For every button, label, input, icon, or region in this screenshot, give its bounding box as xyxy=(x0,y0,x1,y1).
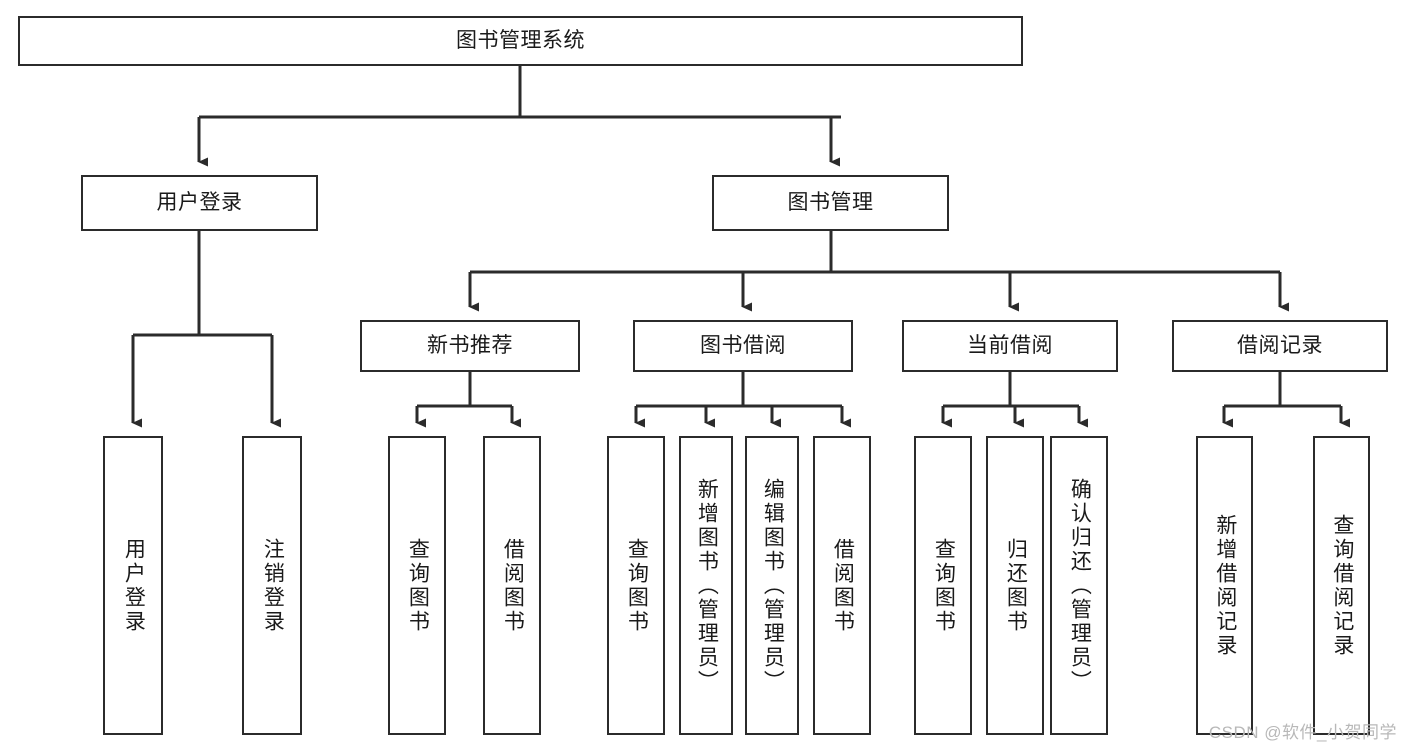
node-book-borrow-label: 图书借阅 xyxy=(700,333,786,357)
node-leaf-query-book-3-label: 查询图书 xyxy=(932,537,956,634)
node-leaf-add-borrow-record[interactable]: 新增借阅记录 xyxy=(1196,436,1253,735)
node-leaf-user-logout[interactable]: 注销登录 xyxy=(242,436,302,735)
node-borrow-record[interactable]: 借阅记录 xyxy=(1172,320,1388,372)
node-leaf-confirm-return-admin-label: 确认归还（管理员） xyxy=(1068,477,1092,694)
node-leaf-confirm-return-admin[interactable]: 确认归还（管理员） xyxy=(1050,436,1108,735)
node-leaf-add-book-admin[interactable]: 新增图书（管理员） xyxy=(679,436,733,735)
node-book-manage[interactable]: 图书管理 xyxy=(712,175,949,231)
node-leaf-user-login-label: 用户登录 xyxy=(122,537,146,634)
node-current-borrow-label: 当前借阅 xyxy=(967,333,1053,357)
node-leaf-user-login[interactable]: 用户登录 xyxy=(103,436,163,735)
node-borrow-record-label: 借阅记录 xyxy=(1237,333,1323,357)
node-leaf-user-logout-label: 注销登录 xyxy=(261,537,285,634)
node-new-book-recommendation[interactable]: 新书推荐 xyxy=(360,320,580,372)
node-leaf-query-book-2-label: 查询图书 xyxy=(625,537,649,634)
node-leaf-edit-book-admin[interactable]: 编辑图书（管理员） xyxy=(745,436,799,735)
node-leaf-edit-book-admin-label: 编辑图书（管理员） xyxy=(761,477,785,694)
node-book-borrow[interactable]: 图书借阅 xyxy=(633,320,853,372)
node-leaf-query-book-1[interactable]: 查询图书 xyxy=(388,436,446,735)
node-leaf-borrow-book-2[interactable]: 借阅图书 xyxy=(813,436,871,735)
node-leaf-query-book-1-label: 查询图书 xyxy=(406,537,430,634)
csdn-watermark: CSDN @软件_小贺同学 xyxy=(1208,723,1397,742)
node-leaf-query-book-3[interactable]: 查询图书 xyxy=(914,436,972,735)
node-new-book-recommendation-label: 新书推荐 xyxy=(427,333,513,357)
node-root[interactable]: 图书管理系统 xyxy=(18,16,1023,66)
node-leaf-borrow-book-1[interactable]: 借阅图书 xyxy=(483,436,541,735)
node-leaf-query-borrow-record-label: 查询借阅记录 xyxy=(1330,513,1354,658)
node-leaf-borrow-book-2-label: 借阅图书 xyxy=(831,537,855,634)
node-user-login-label: 用户登录 xyxy=(156,190,243,214)
node-leaf-borrow-book-1-label: 借阅图书 xyxy=(501,537,525,634)
node-leaf-add-book-admin-label: 新增图书（管理员） xyxy=(695,477,719,694)
node-book-manage-label: 图书管理 xyxy=(787,190,874,214)
node-leaf-add-borrow-record-label: 新增借阅记录 xyxy=(1213,513,1237,658)
node-leaf-return-book[interactable]: 归还图书 xyxy=(986,436,1044,735)
node-leaf-query-borrow-record[interactable]: 查询借阅记录 xyxy=(1313,436,1370,735)
node-root-label: 图书管理系统 xyxy=(456,28,585,52)
node-leaf-return-book-label: 归还图书 xyxy=(1004,537,1028,634)
node-leaf-query-book-2[interactable]: 查询图书 xyxy=(607,436,665,735)
node-user-login[interactable]: 用户登录 xyxy=(81,175,318,231)
node-current-borrow[interactable]: 当前借阅 xyxy=(902,320,1118,372)
